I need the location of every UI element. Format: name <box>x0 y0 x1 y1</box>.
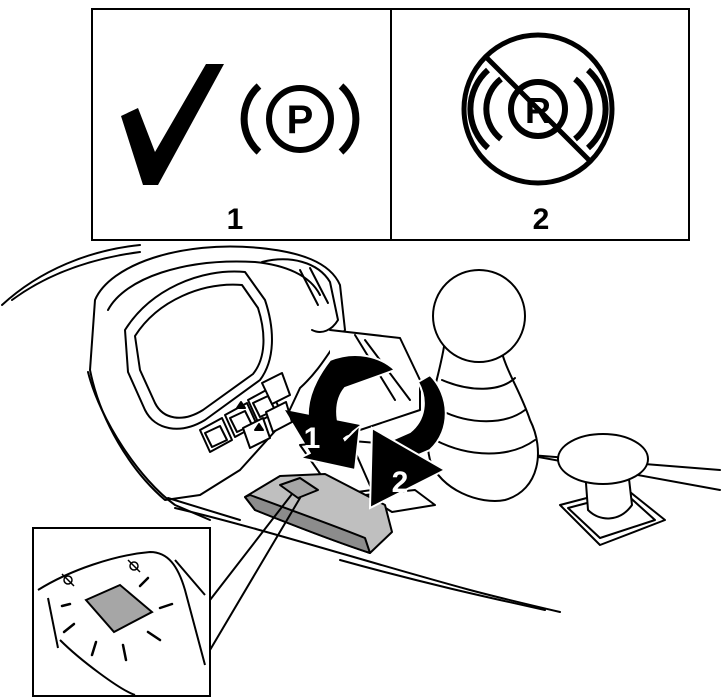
stop-button <box>558 434 665 545</box>
inset-detail <box>33 528 210 696</box>
panel-1-label: 1 <box>227 203 244 236</box>
panel-2-label: 2 <box>533 203 550 236</box>
joystick <box>427 270 538 501</box>
parking-brake-letter: P <box>287 98 314 142</box>
joystick-knob <box>433 270 525 362</box>
arrow-1-label: 1 <box>304 422 321 455</box>
symbol-panel: P 1 R 2 <box>92 9 689 240</box>
arrow-2-label: 2 <box>392 466 409 499</box>
